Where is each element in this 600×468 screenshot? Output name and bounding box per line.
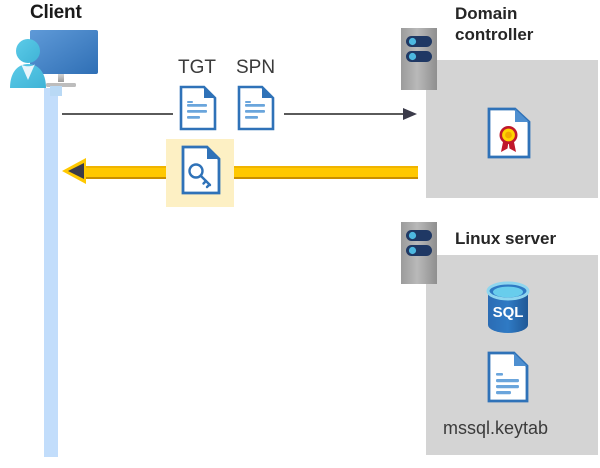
response-line-segment-right [232,166,418,179]
user-with-monitor-icon [6,24,106,96]
keytab-filename-label: mssql.keytab [443,418,549,438]
document-lines-icon [237,85,275,131]
response-arrowhead-icon [60,156,88,186]
sql-database-icon: SQL [482,281,534,335]
svg-text:SQL: SQL [493,304,524,321]
document-key-icon [181,145,221,195]
document-lines-icon [179,85,217,131]
request-line-segment-left [62,113,173,115]
request-line-segment-right [284,113,407,115]
client-lifeline [44,88,58,457]
domain-controller-title: Domain controller [455,4,534,44]
certificate-document-icon [487,107,531,159]
document-lines-icon [487,351,529,403]
request-arrowhead-icon [403,106,421,122]
client-title: Client [30,2,82,23]
server-rack-icon [401,222,437,284]
response-line-segment-left [78,166,170,179]
spn-label: SPN [236,57,276,78]
linux-server-title: Linux server [455,229,557,248]
tgt-label: TGT [178,57,216,78]
server-rack-icon [401,28,437,90]
